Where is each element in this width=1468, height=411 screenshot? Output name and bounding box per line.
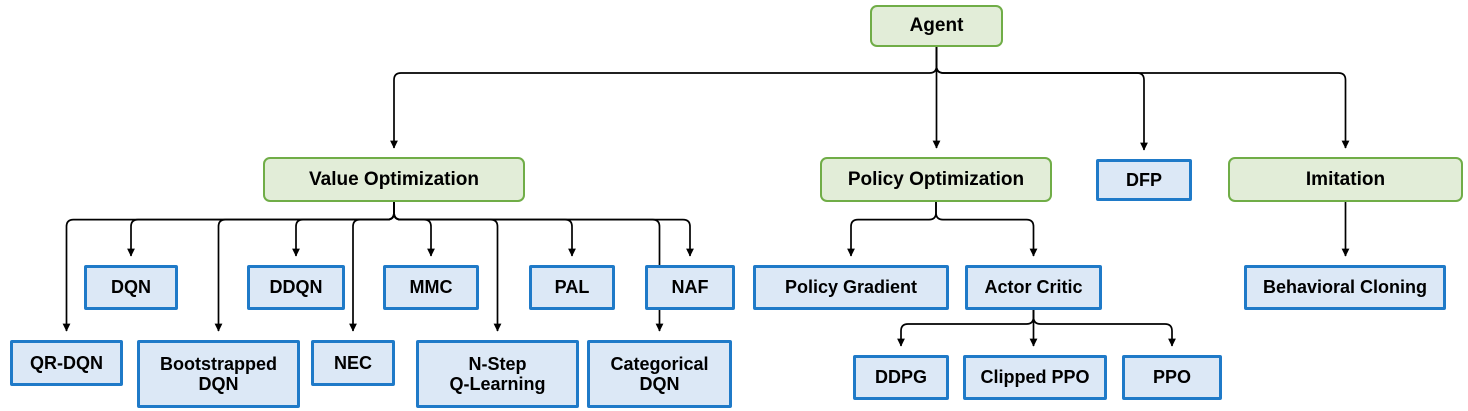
edge-value_opt-to-dqn [127, 202, 395, 257]
node-actor_critic[interactable]: Actor Critic [965, 265, 1102, 310]
node-label-qr_dqn: QR-DQN [30, 352, 103, 373]
node-nec[interactable]: NEC [311, 340, 395, 386]
node-dfp[interactable]: DFP [1096, 159, 1192, 201]
edge-policy_opt-to-policy_grad [847, 202, 937, 257]
node-behav_clone[interactable]: Behavioral Cloning [1244, 265, 1446, 310]
node-label-clipped_ppo: Clipped PPO [980, 367, 1090, 388]
node-label-imitation: Imitation [1305, 168, 1386, 190]
node-ppo[interactable]: PPO [1122, 355, 1222, 400]
node-dqn[interactable]: DQN [84, 265, 178, 310]
edge-value_opt-to-naf [393, 202, 694, 257]
node-n_step_q[interactable]: N-Step Q-Learning [416, 340, 579, 408]
edge-actor_critic-to-ppo [1032, 310, 1176, 347]
edge-agent-to-dfp [935, 47, 1148, 151]
edge-agent-to-value_opt [390, 47, 938, 149]
edge-policy_opt-to-actor_critic [935, 202, 1038, 257]
node-label-value_opt: Value Optimization [309, 168, 479, 190]
node-ddqn[interactable]: DDQN [247, 265, 345, 310]
node-label-ddpg: DDPG [874, 367, 927, 388]
node-clipped_ppo[interactable]: Clipped PPO [963, 355, 1107, 400]
node-naf[interactable]: NAF [645, 265, 735, 310]
node-label-policy_grad: Policy Gradient [784, 277, 918, 298]
edge-value_opt-to-ddqn [292, 202, 395, 257]
node-imitation[interactable]: Imitation [1228, 157, 1463, 202]
edge-value_opt-to-mmc [393, 202, 435, 257]
node-policy_opt[interactable]: Policy Optimization [820, 157, 1052, 202]
node-label-agent: Agent [909, 15, 964, 37]
node-label-n_step_q: N-Step Q-Learning [449, 353, 546, 394]
node-cat_dqn[interactable]: Categorical DQN [587, 340, 732, 408]
node-label-actor_critic: Actor Critic [984, 277, 1083, 298]
node-label-ppo: PPO [1152, 367, 1191, 388]
node-label-dfp: DFP [1126, 169, 1162, 190]
node-label-naf: NAF [671, 277, 709, 298]
node-boot_dqn[interactable]: Bootstrapped DQN [137, 340, 300, 408]
node-label-nec: NEC [333, 352, 372, 373]
node-value_opt[interactable]: Value Optimization [263, 157, 525, 202]
node-label-boot_dqn: Bootstrapped DQN [160, 353, 277, 394]
edge-agent-to-imitation [935, 47, 1350, 149]
node-label-cat_dqn: Categorical DQN [610, 353, 709, 394]
node-agent[interactable]: Agent [870, 5, 1003, 47]
node-label-policy_opt: Policy Optimization [847, 168, 1025, 190]
node-label-behav_clone: Behavioral Cloning [1262, 277, 1428, 298]
node-label-ddqn: DDQN [269, 277, 323, 298]
edge-value_opt-to-pal [393, 202, 576, 257]
node-qr_dqn[interactable]: QR-DQN [10, 340, 123, 386]
node-label-mmc: MMC [409, 277, 453, 298]
node-label-pal: PAL [554, 277, 590, 298]
edge-value_opt-to-cat_dqn [393, 202, 664, 332]
node-pal[interactable]: PAL [529, 265, 615, 310]
node-mmc[interactable]: MMC [383, 265, 479, 310]
node-label-dqn: DQN [111, 277, 151, 298]
edge-actor_critic-to-ddpg [897, 310, 1035, 347]
node-ddpg[interactable]: DDPG [853, 355, 949, 400]
node-policy_grad[interactable]: Policy Gradient [753, 265, 949, 310]
